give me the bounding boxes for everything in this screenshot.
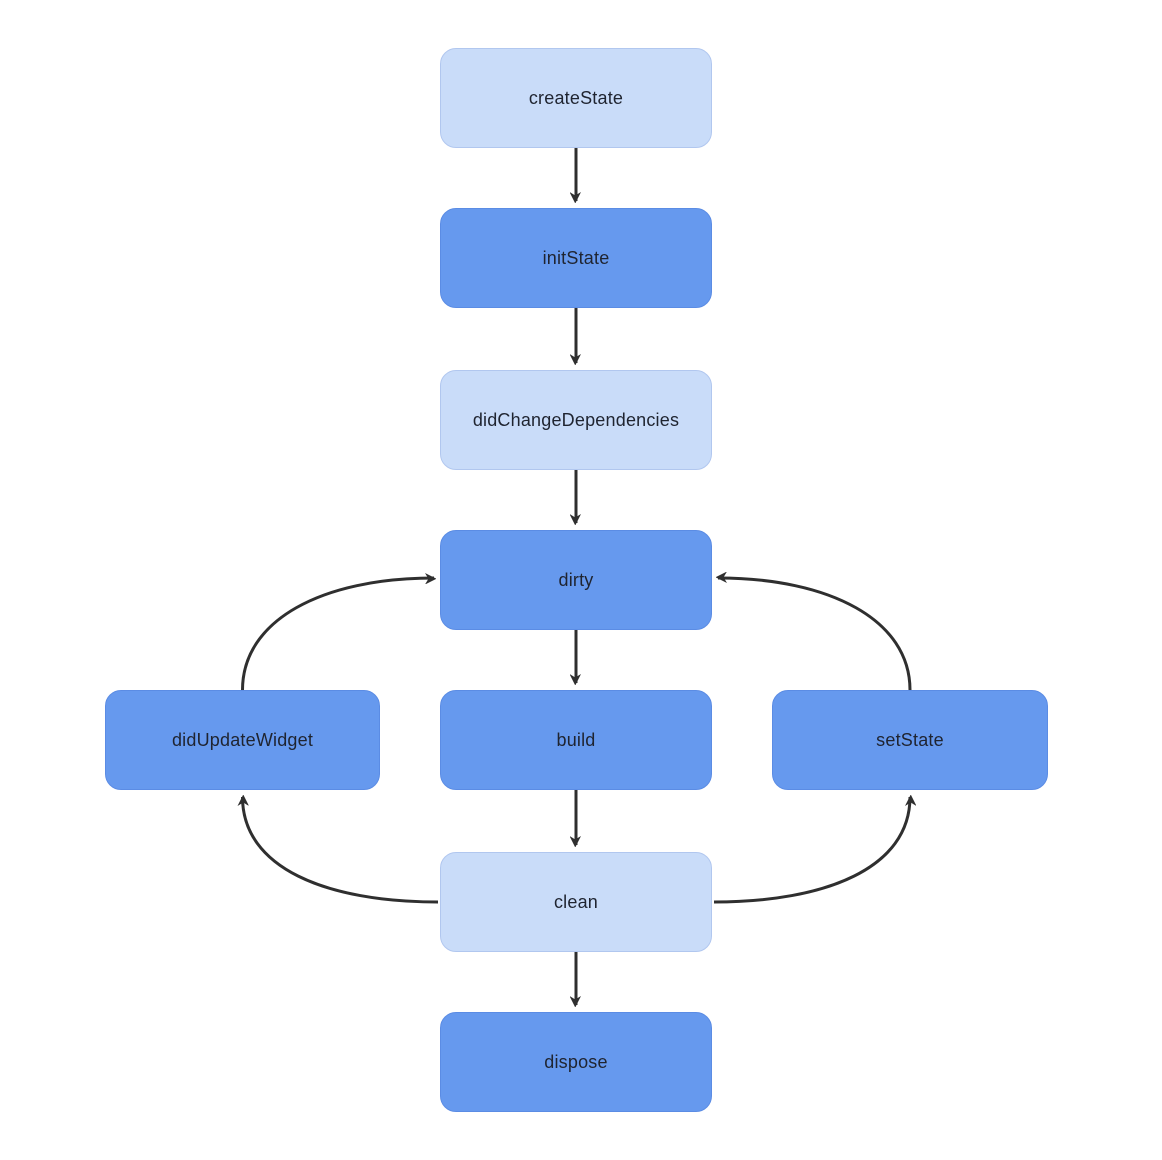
node-dispose: dispose <box>440 1012 712 1112</box>
node-dispose-label: dispose <box>544 1051 608 1072</box>
node-clean: clean <box>440 852 712 952</box>
node-dirty-label: dirty <box>558 569 594 590</box>
node-dirty: dirty <box>440 530 712 630</box>
node-build: build <box>440 690 712 790</box>
node-setstate: setState <box>772 690 1048 790</box>
node-didupdatewidget: didUpdateWidget <box>105 690 380 790</box>
node-initstate-label: initState <box>542 247 610 268</box>
node-clean-label: clean <box>553 891 599 912</box>
node-createstate-label: createState <box>528 87 624 108</box>
node-didupdatewidget-label: didUpdateWidget <box>171 729 314 750</box>
node-initstate: initState <box>440 208 712 308</box>
edge-clean-setstate <box>713 797 910 904</box>
node-didchangedependencies-label: didChangeDependencies <box>472 409 680 430</box>
node-build-label: build <box>556 729 596 750</box>
edge-setstate-dirty <box>718 578 912 691</box>
node-createstate: createState <box>440 48 712 148</box>
edge-clean-didupdatewidget <box>243 797 439 904</box>
node-setstate-label: setState <box>876 729 944 750</box>
node-didchangedependencies: didChangeDependencies <box>440 370 712 470</box>
edge-didupdatewidget-dirty <box>241 578 435 691</box>
